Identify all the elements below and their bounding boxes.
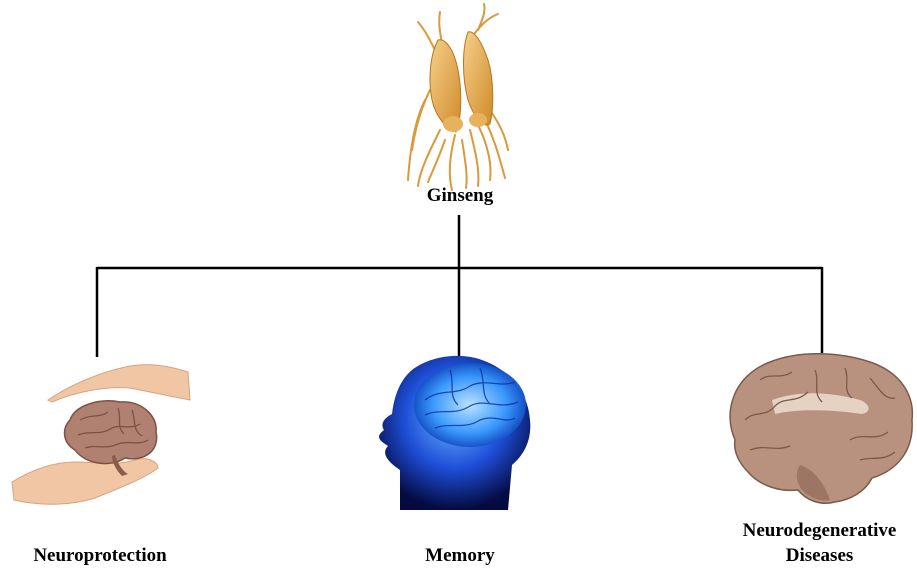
child-label-neuroprotection: Neuroprotection bbox=[0, 546, 200, 566]
child-label-memory: Memory bbox=[398, 546, 522, 566]
label-line-1: Neurodegenerative bbox=[722, 518, 917, 543]
root-label-ginseng: Ginseng bbox=[400, 186, 520, 206]
hands-protecting-brain-icon bbox=[12, 365, 190, 505]
glowing-blue-head-brain-icon bbox=[379, 356, 530, 510]
child-label-neurodegenerative-diseases: Neurodegenerative Diseases bbox=[722, 518, 917, 568]
ginseng-root-icon bbox=[408, 4, 508, 190]
brain-sagittal-section-icon bbox=[730, 354, 912, 504]
label-line-2: Diseases bbox=[722, 543, 917, 568]
connector-lines bbox=[97, 215, 822, 357]
